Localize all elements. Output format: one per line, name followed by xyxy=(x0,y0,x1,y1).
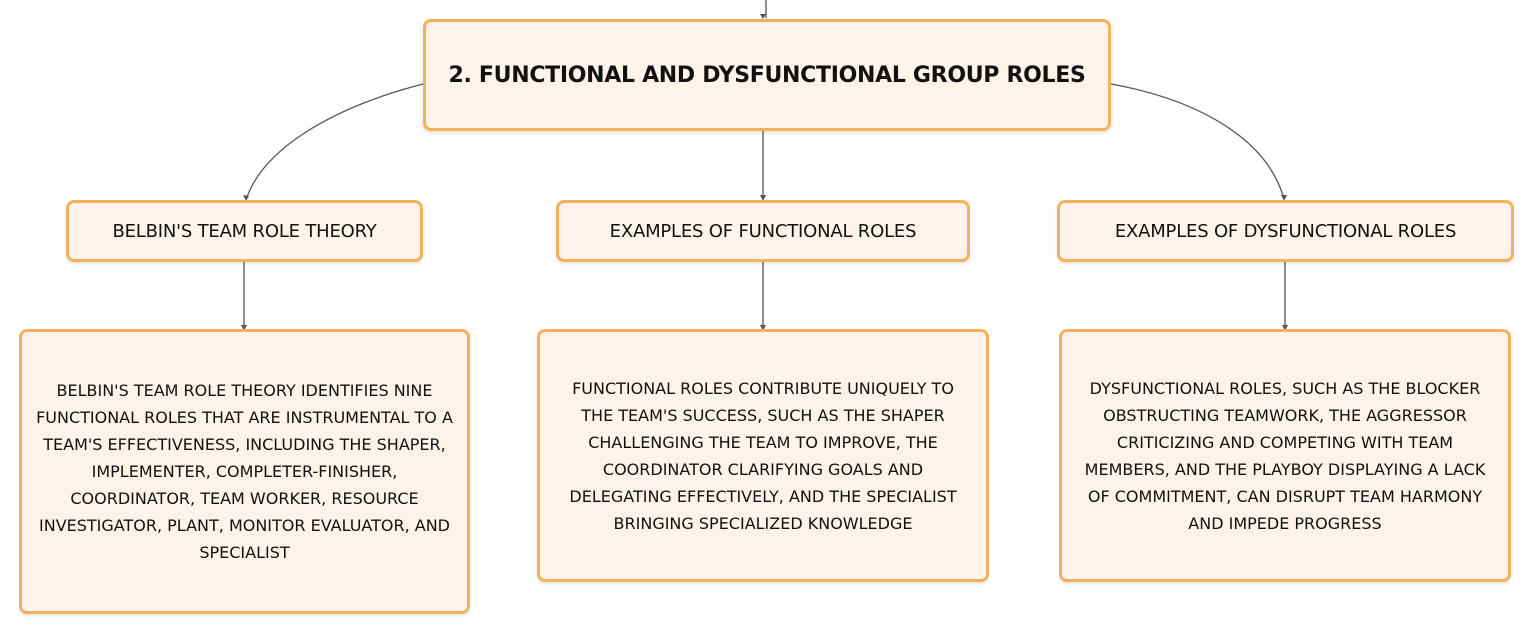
detail-text: DYSFUNCTIONAL ROLES, SUCH AS THE BLOCKER… xyxy=(1084,378,1486,533)
detail-text: FUNCTIONAL ROLES CONTRIBUTE UNIQUELY TO … xyxy=(569,378,957,533)
topic-node-dysfunctional[interactable]: EXAMPLES OF DYSFUNCTIONAL ROLES xyxy=(1057,200,1514,262)
arrowhead-dysfunctional-detail xyxy=(1282,325,1288,331)
detail-node-belbin[interactable]: BELBIN'S TEAM ROLE THEORY IDENTIFIES NIN… xyxy=(19,329,470,614)
topic-label: BELBIN'S TEAM ROLE THEORY xyxy=(112,220,377,242)
root-title: 2. FUNCTIONAL AND DYSFUNCTIONAL GROUP RO… xyxy=(448,62,1086,88)
arrowhead-functional-topic xyxy=(760,195,766,201)
arrowhead-root xyxy=(760,14,766,19)
connector-root-to-dysfunctional xyxy=(1110,83,1285,200)
arrowhead-belbin-detail xyxy=(241,325,247,331)
arrowhead-belbin-topic xyxy=(243,195,249,201)
connector-root-to-belbin xyxy=(245,83,424,201)
root-node[interactable]: 2. FUNCTIONAL AND DYSFUNCTIONAL GROUP RO… xyxy=(423,19,1111,131)
detail-text: BELBIN'S TEAM ROLE THEORY IDENTIFIES NIN… xyxy=(36,381,453,562)
arrowhead-dysfunctional-topic xyxy=(1281,195,1287,201)
detail-node-functional[interactable]: FUNCTIONAL ROLES CONTRIBUTE UNIQUELY TO … xyxy=(537,329,989,582)
topic-label: EXAMPLES OF FUNCTIONAL ROLES xyxy=(609,220,917,242)
detail-node-dysfunctional[interactable]: DYSFUNCTIONAL ROLES, SUCH AS THE BLOCKER… xyxy=(1059,329,1511,582)
arrowhead-functional-detail xyxy=(760,325,766,331)
topic-node-functional[interactable]: EXAMPLES OF FUNCTIONAL ROLES xyxy=(556,200,970,262)
topic-node-belbin[interactable]: BELBIN'S TEAM ROLE THEORY xyxy=(66,200,423,262)
topic-label: EXAMPLES OF DYSFUNCTIONAL ROLES xyxy=(1114,220,1457,242)
